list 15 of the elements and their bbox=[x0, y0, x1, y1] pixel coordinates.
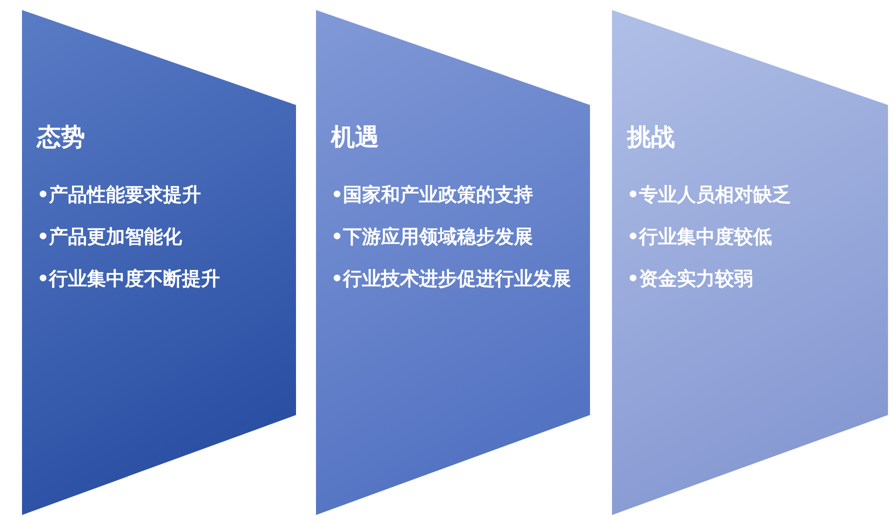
panel-heading: 挑战 bbox=[627, 122, 676, 152]
bullet-item: •资金实力较弱 bbox=[627, 267, 754, 292]
chevron-panel bbox=[22, 10, 296, 515]
bullet-item: •产品更加智能化 bbox=[37, 225, 184, 250]
bullet-item: •专业人员相对缺乏 bbox=[627, 183, 792, 208]
bullet-item: •行业技术进步促进行业发展 bbox=[331, 267, 572, 292]
bullet-item: •行业集中度不断提升 bbox=[37, 267, 222, 292]
bullet-item: •国家和产业政策的支持 bbox=[331, 183, 534, 208]
bullet-item: •下游应用领域稳步发展 bbox=[331, 225, 534, 250]
chevron-panel bbox=[612, 10, 888, 515]
bullet-item: •行业集中度较低 bbox=[627, 225, 774, 250]
bullet-item: •产品性能要求提升 bbox=[37, 183, 202, 208]
panel-heading: 态势 bbox=[37, 122, 86, 152]
panel-heading: 机遇 bbox=[331, 122, 380, 152]
chevron-panel bbox=[316, 10, 590, 515]
